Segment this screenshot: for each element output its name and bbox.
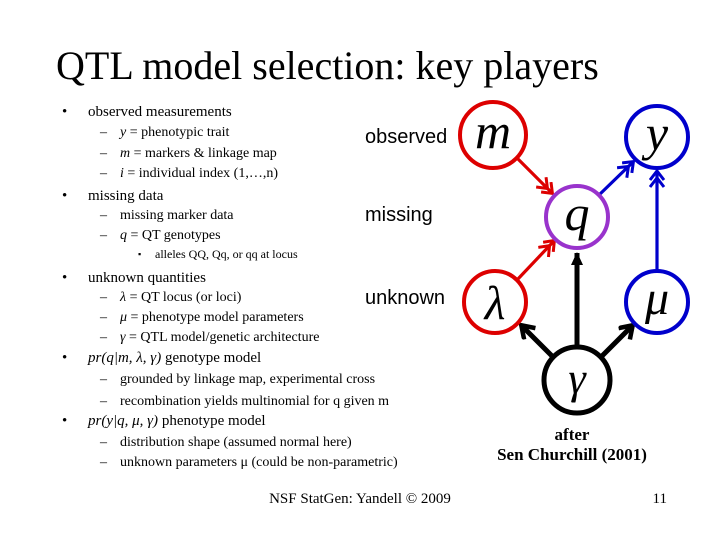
bullet-text: = phenotype model parameters (127, 310, 304, 325)
bullet-text: grounded by linkage map, experimental cr… (120, 372, 376, 387)
node-m-circle (458, 100, 528, 170)
bullet-missing-marker-data: missing marker data (100, 208, 234, 224)
math-symbol: γ (120, 330, 126, 345)
node-m-label: m (475, 103, 511, 159)
math-formula: pr(y|q, μ, γ) (88, 413, 159, 429)
bullet-mu-parameters: μ = phenotype model parameters (100, 310, 304, 326)
bullet-alleles: alleles QQ, Qq, or qq at locus (138, 247, 298, 262)
bullet-text: distribution shape (assumed normal here) (120, 435, 352, 450)
node-lambda-label: λ (483, 277, 506, 330)
math-symbol: μ (120, 310, 128, 325)
graphical-model-diagram: observed missing unknown m y q λ μ γ aft… (365, 100, 690, 464)
bullet-distribution-shape: distribution shape (assumed normal here) (100, 435, 352, 451)
bullet-text: = QTL model/genetic architecture (125, 330, 320, 345)
node-y-circle (624, 104, 690, 170)
node-mu-circle (624, 269, 690, 335)
bullet-unknown-quantities: unknown quantities (62, 270, 206, 287)
bullet-text: = phenotypic trait (126, 125, 230, 140)
bullet-q-genotypes: q = QT genotypes (100, 228, 221, 244)
edge-lambda-to-q (515, 242, 553, 282)
attribution-line2: Sen Churchill (2001) (497, 445, 647, 464)
bullet-text: = individual index (1,…,n) (123, 166, 278, 181)
math-symbol: λ (120, 290, 127, 305)
bullet-text: alleles QQ, Qq, or qq at locus (155, 247, 298, 261)
bullet-missing-data: missing data (62, 188, 163, 205)
page-number: 11 (652, 491, 667, 507)
node-mu-label: μ (644, 272, 669, 325)
bullet-text: unknown quantities (88, 270, 206, 286)
bullet-text: phenotype model (158, 413, 266, 429)
bullet-gamma-architecture: γ = QTL model/genetic architecture (100, 330, 320, 346)
bullet-phenotype-model: pr(y|q, μ, γ) phenotype model (62, 413, 266, 430)
slide-title: QTL model selection: key players (56, 43, 599, 88)
math-symbol: m (120, 146, 131, 161)
bullet-m-markers: m = markers & linkage map (100, 146, 277, 162)
node-q-circle (544, 184, 610, 250)
bullet-text: genotype model (161, 350, 262, 366)
bullet-unknown-parameters: unknown parameters μ (could be non-param… (100, 455, 398, 471)
edge-q-to-y (597, 163, 632, 197)
bullet-genotype-model: pr(q|m, λ, γ) genotype model (62, 350, 261, 367)
edge-gamma-to-mu (599, 326, 632, 359)
bullet-i-individual-index: i = individual index (1,…,n) (100, 166, 278, 182)
bullet-text: unknown parameters μ (could be non-param… (120, 455, 398, 470)
math-symbol: q (120, 228, 127, 243)
bullet-text: = markers & linkage map (130, 146, 277, 161)
label-observed: observed (365, 126, 447, 148)
label-missing: missing (365, 204, 433, 226)
bullet-text: = QT genotypes (127, 228, 221, 243)
node-lambda-circle (462, 269, 528, 335)
edge-m-to-q (515, 156, 551, 192)
math-formula: pr(q|m, λ, γ) (88, 350, 162, 366)
math-symbol: i (120, 166, 124, 181)
bullet-text: recombination yields multinomial for q g… (120, 394, 390, 409)
bullet-lambda-locus: λ = QT locus (or loci) (100, 290, 241, 306)
bullet-text: = QT locus (or loci) (126, 290, 242, 305)
bullet-text: missing marker data (120, 208, 234, 223)
node-q-label: q (565, 185, 590, 241)
node-y-label: y (641, 105, 669, 161)
bullet-y-phenotypic-trait: y = phenotypic trait (100, 125, 229, 141)
bullet-text: observed measurements (88, 104, 232, 120)
node-gamma-label: γ (568, 354, 587, 403)
attribution-line1: after (555, 425, 590, 444)
bullet-recombination: recombination yields multinomial for q g… (100, 394, 389, 410)
math-symbol: y (120, 125, 127, 140)
bullet-text: missing data (88, 188, 164, 204)
label-unknown: unknown (365, 287, 445, 309)
bullet-grounded-linkage: grounded by linkage map, experimental cr… (100, 372, 375, 388)
bullet-observed-measurements: observed measurements (62, 104, 232, 121)
footer-credit: NSF StatGen: Yandell © 2009 (269, 491, 451, 507)
edge-gamma-to-lambda (522, 326, 555, 359)
node-gamma-circle (541, 344, 613, 416)
